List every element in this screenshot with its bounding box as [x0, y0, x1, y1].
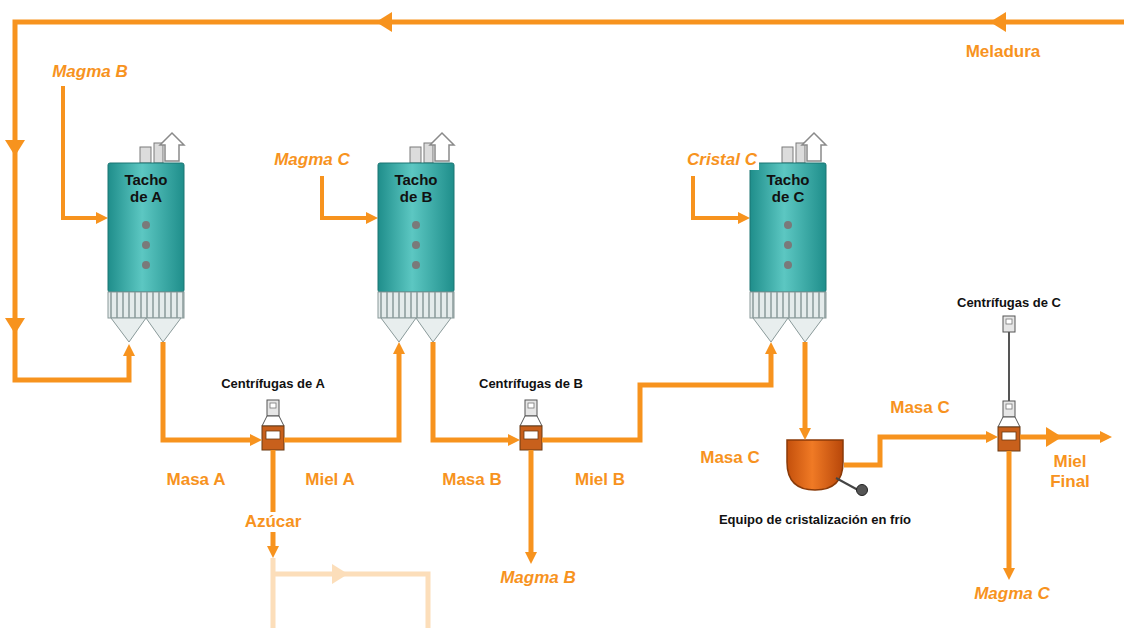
stream-label: Cristal C — [685, 150, 759, 170]
magma-line — [529, 450, 534, 552]
equipment-label: Centrífugas de B — [479, 376, 583, 392]
flow-chevron — [1046, 427, 1062, 447]
seed-input-line — [63, 86, 96, 218]
equipment-label: Centrífugas de A — [221, 376, 325, 392]
syrup-line — [15, 22, 1124, 380]
centrifuge-motor — [1003, 316, 1015, 332]
stream-label: Azúcar — [243, 512, 304, 532]
centrifuge — [520, 400, 542, 450]
faded-line — [273, 558, 428, 628]
crystallizer-drive — [836, 478, 858, 490]
centrifuge — [998, 401, 1020, 451]
faded-continuation — [273, 558, 428, 628]
flow-label: Masa C — [888, 398, 952, 418]
crystallizer-box: Equipo de cristalización en frío — [786, 440, 844, 490]
flow-label: Masa A — [165, 470, 228, 490]
centrifuge-box: Centrífugas de C — [998, 316, 1020, 451]
vessel-name: Tacho de B — [387, 163, 445, 206]
centrifuge-motor-window — [1006, 319, 1012, 324]
centrifuge-shaft — [1008, 332, 1010, 401]
seed-input-line — [693, 176, 738, 218]
flow-label: Masa B — [440, 470, 504, 490]
centrifuge-box: Centrífugas de B — [520, 400, 542, 450]
vacuum-pan — [750, 133, 826, 342]
vacuum-pan — [108, 133, 184, 342]
vacuum-pan — [378, 133, 454, 342]
flow-chevron — [990, 12, 1006, 32]
flow-connector — [844, 437, 986, 465]
stream-label: Magma C — [272, 150, 352, 170]
flow-chevron — [5, 140, 25, 156]
flow-label: Miel B — [573, 470, 627, 490]
flow-connector — [542, 354, 771, 440]
flow-label: Masa C — [698, 448, 762, 468]
stream-label: Meladura — [964, 42, 1043, 62]
flow-connector — [284, 354, 399, 440]
equipment-label: Centrífugas de C — [957, 295, 1061, 311]
vacuum-pan-box: Tacho de A — [108, 163, 184, 342]
stream-label: Magma B — [498, 568, 578, 588]
crystallizer-motor — [857, 485, 868, 496]
vacuum-pan-box: Tacho de C — [750, 163, 826, 342]
vessel-name: Tacho de C — [759, 163, 817, 206]
flow-chevron — [376, 12, 392, 32]
centrifuge-box: Centrífugas de A — [262, 400, 284, 450]
vessel-name: Tacho de A — [117, 163, 175, 206]
flow-chevron — [5, 318, 25, 334]
flow-label: Miel A — [303, 470, 356, 490]
flow-chevron — [332, 564, 348, 584]
crystallizer-tank — [787, 440, 843, 490]
centrifuge — [262, 400, 284, 450]
flow-connector — [803, 342, 808, 428]
equipment-label: Equipo de cristalización en frío — [715, 512, 915, 528]
stream-label: Magma C — [972, 584, 1052, 604]
stream-label: Magma B — [50, 62, 130, 82]
stream-label: Miel Final — [1040, 452, 1100, 493]
magma-line — [1007, 451, 1012, 568]
seed-input-line — [322, 176, 366, 218]
vacuum-pan-box: Tacho de B — [378, 163, 454, 342]
